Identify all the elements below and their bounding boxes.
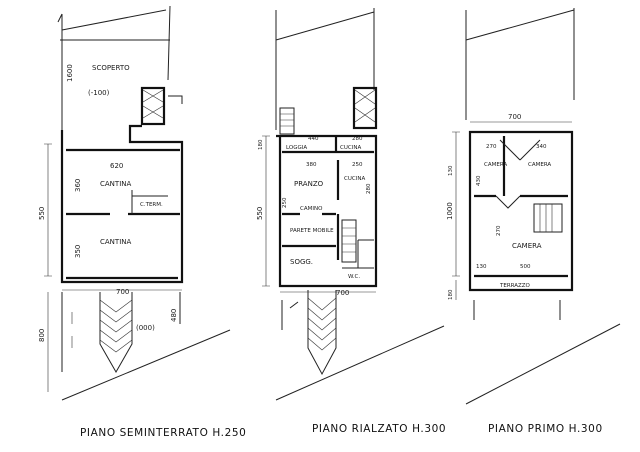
dim-ramp-side: 480 xyxy=(170,309,178,322)
dim-loggia-w: 440 xyxy=(308,136,319,142)
wall-middle xyxy=(282,212,336,248)
plan-title-primo: PIANO PRIMO H.300 xyxy=(488,423,603,435)
dim-side-total: 550 xyxy=(38,207,46,220)
dim-c3-h: 270 xyxy=(496,225,502,236)
room-label-terrazzo: TERRAZZO xyxy=(499,283,531,289)
plan-title-rialzato: PIANO RIALZATO H.300 xyxy=(312,423,446,435)
ground-level-label: (-100) xyxy=(88,89,110,97)
dim-c1-h: 430 xyxy=(476,175,482,186)
chimney xyxy=(140,86,166,126)
lot-boundary xyxy=(465,8,575,120)
dim-c1-w: 270 xyxy=(486,144,497,150)
dim-ramp-len: 800 xyxy=(38,329,46,342)
interior-stair xyxy=(341,219,357,263)
dim-side-total: 1000 xyxy=(446,202,454,220)
wall-kitchen xyxy=(334,136,340,260)
dim-outdoor-depth: 1600 xyxy=(66,64,74,82)
dim-pranzo-h: 250 xyxy=(282,197,288,208)
plan-title-seminterrato: PIANO SEMINTERRATO H.250 xyxy=(80,427,246,439)
label-parete-mobile: PARETE MOBILE xyxy=(290,228,334,234)
chimney-hatch xyxy=(354,89,376,123)
exterior-walls xyxy=(276,134,378,288)
plan-rialzato: 440 280 LOGGIA CUCINA 380 250 PRANZO CUC… xyxy=(256,8,445,401)
room-label-camera3: CAMERA xyxy=(512,242,542,250)
ramp-chevrons xyxy=(99,299,133,353)
hall xyxy=(495,195,521,209)
room-label-pranzo: PRANZO xyxy=(294,180,324,188)
room-label-loggia: LOGGIA xyxy=(286,145,307,151)
room-label-cucina: CUCINA xyxy=(344,176,365,182)
wall-bedrooms xyxy=(474,136,568,198)
dim-corner: 130 xyxy=(476,264,487,270)
exterior-walls xyxy=(60,124,184,284)
room-label-cterm: C.TERM. xyxy=(140,202,163,208)
outdoor-boundary xyxy=(57,5,171,130)
dim-ramp-width: 700 xyxy=(336,289,349,297)
dim-c2-w: 340 xyxy=(536,144,547,150)
dim-width-top: 620 xyxy=(110,162,123,170)
ramp-outline xyxy=(307,290,337,376)
loggia-stair xyxy=(279,107,295,135)
room-label-camera1: CAMERA xyxy=(484,162,507,168)
dim-side-total: 550 xyxy=(256,207,264,220)
room-label-cantina-top: CANTINA xyxy=(100,180,131,188)
room-label-scoperto: SCOPERTO xyxy=(92,64,130,72)
room-label-cucina-top: CUCINA xyxy=(340,145,361,151)
stair-level-label: (000) xyxy=(136,324,155,332)
dim-cucina-h: 280 xyxy=(366,183,372,194)
room-label-soggiorno: SOGG. xyxy=(290,258,313,266)
lot-diagonal xyxy=(61,329,231,401)
dim-cuc-w: 280 xyxy=(352,136,363,142)
chimney xyxy=(352,86,378,130)
plan-primo: 700 270 340 CAMERA CAMERA 430 270 CAMERA… xyxy=(446,8,621,405)
ramp-chevrons xyxy=(307,297,337,351)
room-label-cantina-bottom: CANTINA xyxy=(100,238,131,246)
dim-cucina-w: 250 xyxy=(352,162,363,168)
dim-room-top-h: 360 xyxy=(74,179,82,192)
plan-seminterrato: SCOPERTO (-100) 1600 C.TERM. CANTINA CAN… xyxy=(38,5,231,401)
dim-c3-w: 500 xyxy=(520,264,531,270)
dim-pranzo-w: 380 xyxy=(306,162,317,168)
exterior-walls xyxy=(468,130,574,292)
room-label-wc: W.C. xyxy=(348,274,360,280)
wc-walls xyxy=(342,239,374,269)
boundary-diagonal xyxy=(61,9,167,31)
room-label-camera2: CAMERA xyxy=(528,162,551,168)
dim-terr-depth: 180 xyxy=(448,289,454,300)
dim-loggia-h: 180 xyxy=(258,139,264,150)
dim-ramp-width: 700 xyxy=(116,288,129,296)
dim-room-bottom-h: 350 xyxy=(74,245,82,258)
lot-boundary xyxy=(275,8,375,130)
label-camino: CAMINO xyxy=(300,206,323,212)
dim-width: 700 xyxy=(508,113,521,121)
lot-diagonal xyxy=(275,325,445,401)
dim-terr-h: 130 xyxy=(448,165,454,176)
lot-diagonal xyxy=(465,323,621,405)
interior-stair xyxy=(533,203,563,233)
ramp-outline xyxy=(61,292,181,374)
chimney-hatch xyxy=(142,89,164,119)
